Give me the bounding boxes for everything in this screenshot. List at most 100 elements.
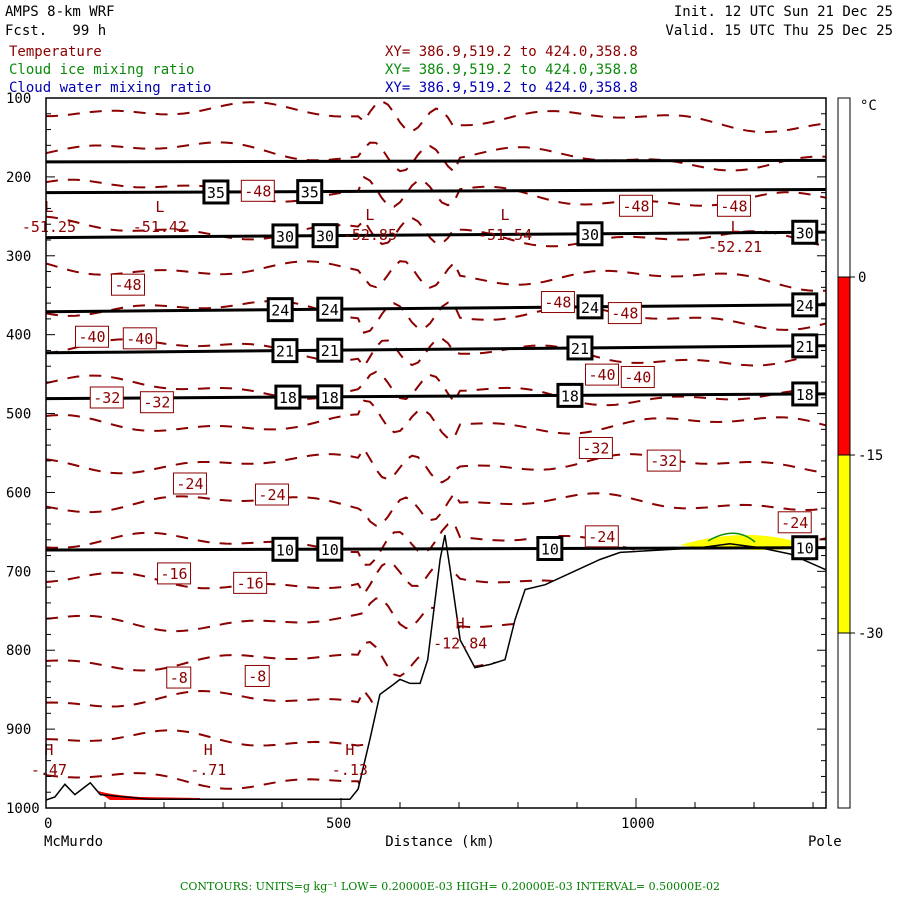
isotherm-line <box>46 141 826 174</box>
height-contour-line <box>46 546 826 552</box>
extremum-marker: H <box>204 741 213 759</box>
height-contour-label-box <box>536 536 564 562</box>
height-contour-label-box <box>316 384 344 410</box>
x-axis-title: Distance (km) <box>385 834 495 850</box>
y-tick-label: 300 <box>6 249 31 265</box>
isotherm-label: -32 <box>143 394 170 412</box>
height-contour-label-box <box>274 384 302 410</box>
isotherm-label: -48 <box>611 305 638 323</box>
isotherm-label-box <box>75 325 110 348</box>
height-contour-label-box <box>556 382 584 408</box>
height-contour-label: 18 <box>321 389 339 407</box>
height-contour-label-box <box>791 219 819 245</box>
height-contour-label: 35 <box>207 184 225 202</box>
height-contour-label-box <box>316 296 344 322</box>
isotherm-line <box>46 447 826 484</box>
isotherm-label-box <box>166 666 192 689</box>
x-tick-label: 0 <box>44 816 52 832</box>
height-contour-label: 10 <box>321 541 339 559</box>
height-contour-label: 18 <box>279 389 297 407</box>
extremum-value: -52.85 <box>343 226 397 244</box>
isotherm-label-box <box>619 194 654 217</box>
colorbar-tick-label: -30 <box>858 626 883 642</box>
isotherm-label-box <box>584 525 619 548</box>
x-tick-label: 500 <box>326 816 351 832</box>
extremum-value: -51.54 <box>478 226 532 244</box>
isotherm-label: -48 <box>622 197 649 215</box>
isotherm-label: -16 <box>160 565 187 583</box>
isotherm-label: -8 <box>248 667 266 685</box>
height-contour-label: 24 <box>796 297 814 315</box>
x-tick-label: 1000 <box>621 816 655 832</box>
height-contour-label-box <box>271 536 299 562</box>
isotherm-label: -48 <box>720 197 747 215</box>
field-cloud-water-xy: XY= 386.9,519.2 to 424.0,358.8 <box>385 80 638 96</box>
plot-frame <box>45 97 827 809</box>
isotherm-label: -48 <box>544 294 571 312</box>
height-contour-line <box>46 392 826 401</box>
height-contour-label: 21 <box>796 338 814 356</box>
height-contour-label: 30 <box>316 228 334 246</box>
isotherm-label-box <box>777 511 812 534</box>
height-contour-label: 24 <box>271 302 289 320</box>
height-contour-label-box <box>791 292 819 318</box>
height-contour-label-box <box>576 221 604 247</box>
height-contour-label-box <box>566 335 594 361</box>
field-cloud-water-label: Cloud water mixing ratio <box>9 80 212 96</box>
extremum-marker: L <box>155 198 164 216</box>
y-tick-label: 900 <box>6 722 31 738</box>
isotherm-label-box <box>89 386 124 409</box>
x-start-label: McMurdo <box>44 834 103 850</box>
contour-info: CONTOURS: UNITS=g kg⁻¹ LOW= 0.20000E-03 … <box>179 880 721 893</box>
isotherm-label-box <box>240 179 275 202</box>
isotherm-label: -16 <box>237 574 264 592</box>
extremum-value: -.13 <box>332 761 368 779</box>
height-contour-label: 10 <box>541 541 559 559</box>
isotherm-label-box <box>157 562 192 585</box>
init-time: Init. 12 UTC Sun 21 Dec 25 <box>673 4 893 20</box>
y-tick-label: 100 <box>6 91 31 107</box>
cloud-ice-contour <box>707 532 756 543</box>
extremum-value: -52.21 <box>708 238 762 256</box>
field-temperature-label: Temperature <box>9 44 102 60</box>
extremum-marker: L <box>501 206 510 224</box>
isotherm-label-box <box>716 194 751 217</box>
height-contour-label-box <box>791 535 819 561</box>
height-contour-label: 35 <box>301 184 319 202</box>
y-tick-label: 800 <box>6 643 31 659</box>
height-contour-label: 10 <box>276 541 294 559</box>
height-contour-label: 18 <box>561 387 579 405</box>
height-contour-line <box>46 188 826 195</box>
isotherm-label-box <box>233 571 268 594</box>
plot-area <box>46 100 826 808</box>
isotherm-label-box <box>122 327 157 350</box>
colorbar-tick-label: 0 <box>858 270 866 286</box>
isotherm-label: -24 <box>588 528 615 546</box>
isotherm-label-box <box>646 449 681 472</box>
height-contour-line <box>46 230 826 240</box>
height-contour-label: 18 <box>796 386 814 404</box>
extremum-value: -51.25 <box>22 218 76 236</box>
height-contour-line <box>46 344 826 355</box>
height-contour-line <box>46 158 826 164</box>
isotherm-label: -24 <box>781 514 808 532</box>
extremum-value: -.71 <box>190 761 226 779</box>
colorbar-tick-label: -15 <box>858 448 883 464</box>
height-contour-label-box <box>316 337 344 363</box>
height-contour-label: 10 <box>796 540 814 558</box>
height-contour-label: 21 <box>571 340 589 358</box>
height-contour-label-box <box>202 179 230 205</box>
height-contour-label: 24 <box>321 301 339 319</box>
extremum-marker: L <box>365 206 374 224</box>
colorbar-band <box>837 276 851 456</box>
height-contour-label: 30 <box>276 228 294 246</box>
isotherm-label-box <box>584 363 619 386</box>
isotherm-line <box>46 399 826 440</box>
isotherm-line <box>46 491 826 527</box>
isotherm-label-box <box>111 273 146 296</box>
height-contour-label-box <box>576 294 604 320</box>
isotherm-label: -24 <box>258 486 285 504</box>
height-contour-line <box>46 303 826 314</box>
field-cloud-ice-xy: XY= 386.9,519.2 to 424.0,358.8 <box>385 62 638 78</box>
